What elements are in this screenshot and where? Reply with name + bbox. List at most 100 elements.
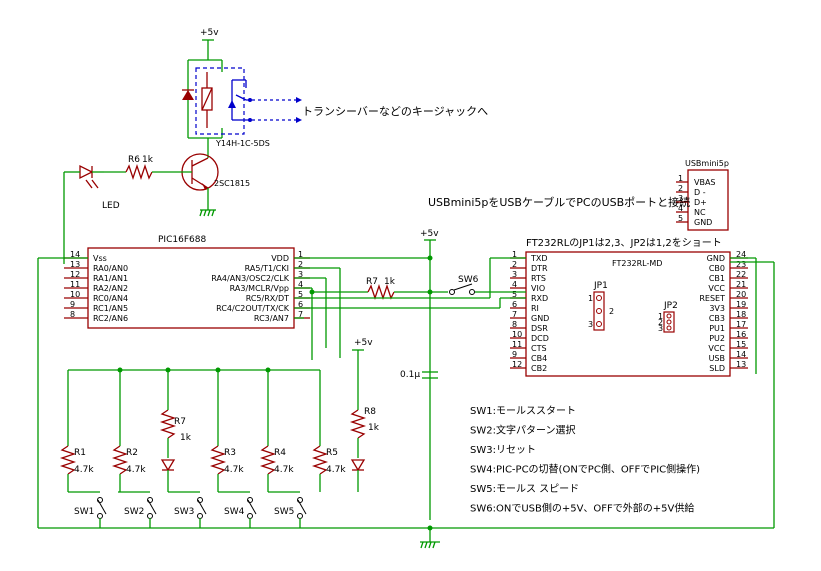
jp2-pin-num: 3 <box>658 324 663 333</box>
pic-pin-name: RC4/C2OUT/TX/CK <box>216 304 290 313</box>
r7-top-label: R7 <box>366 277 378 287</box>
pic-pin-num: 14 <box>70 250 80 259</box>
ft-pin-name: RTS <box>531 274 546 283</box>
pic-pin-num: 3 <box>298 270 303 279</box>
note-line: SW1:モールススタート <box>470 405 576 417</box>
ft-pin-num: 22 <box>736 270 746 279</box>
ft-pin-name: VCC <box>708 344 725 353</box>
ft-pin-num: 19 <box>736 300 746 309</box>
ft-pin-num: 7 <box>512 310 517 319</box>
ft-pin-name: DTR <box>531 264 548 273</box>
ft-pin-num: 17 <box>736 320 746 329</box>
ft-pin-name: RI <box>531 304 539 313</box>
usb-pin-num: 1 <box>678 174 683 183</box>
usb-pin-name: D - <box>694 188 706 197</box>
ground-icon <box>199 209 216 217</box>
resistor-value: 4.7k <box>274 465 294 475</box>
resistor-r3-label: R3 <box>224 448 236 458</box>
resistor-icon <box>311 445 329 475</box>
switch-sw5-label: SW5 <box>274 507 294 517</box>
ft-pin-name: RXD <box>531 294 548 303</box>
r7-value: 1k <box>180 433 192 443</box>
ft-pin-num: 3 <box>512 270 517 279</box>
r8-value: 1k <box>368 423 380 433</box>
pic-pin-num: 1 <box>298 250 303 259</box>
resistor-value: 4.7k <box>74 465 94 475</box>
ft-pin-name: GND <box>707 254 725 263</box>
note-line: SW3:リセット <box>470 444 536 456</box>
transistor-label: 2SC1815 <box>214 179 250 188</box>
note-line: SW4:PIC-PCの切替(ONでPC側、OFFでPIC側操作) <box>470 463 700 476</box>
switch-sw3-label: SW3 <box>174 507 194 517</box>
notes-list: SW1:モールススタートSW2:文字パターン選択SW3:リセットSW4:PIC-… <box>470 405 700 515</box>
resistor-r4-label: R4 <box>274 448 286 458</box>
ft-pin-num: 24 <box>736 250 746 259</box>
resistor-r2-label: R2 <box>126 448 138 458</box>
resistor-r1-label: R1 <box>74 448 86 458</box>
r6-label: R6 <box>128 155 140 165</box>
pic-pin-name: Vss <box>93 254 107 263</box>
ft-pin-name: USB <box>709 354 725 363</box>
pic-pin-num: 9 <box>70 300 75 309</box>
ft-pin-name: CB0 <box>709 264 725 273</box>
usb-pin-name: GND <box>694 218 712 227</box>
pic-pin-num: 8 <box>70 310 75 319</box>
resistor-value: 4.7k <box>126 465 146 475</box>
resistor-value: 4.7k <box>224 465 244 475</box>
sw6-switch-icon <box>449 289 455 295</box>
pic-pin-name: RA3/MCLR/Vpp <box>230 284 289 293</box>
usb-pin-num: 5 <box>678 214 683 223</box>
pic-pin-name: RC5/RX/DT <box>246 294 289 303</box>
ft-pin-name: CB1 <box>709 274 725 283</box>
ft-pin-name: CB4 <box>531 354 547 363</box>
ft-pin-name: CB2 <box>531 364 547 373</box>
bottom-section: +5v R7 1k R8 1k R14.7kR24.7kR34.7kR44.7k… <box>59 338 380 528</box>
resistor-icon <box>259 445 277 475</box>
pic-pin-name: RC3/AN7 <box>254 314 289 323</box>
pic-pin-num: 5 <box>298 290 303 299</box>
resistor-icon <box>209 445 227 475</box>
pic-pin-name: RA5/T1/CKI <box>245 264 289 273</box>
mid-wiring: +5v R7 1k SW6 0.1μ <box>37 229 775 549</box>
ft-pin-num: 9 <box>512 350 517 359</box>
jp1-pin-num: 1 <box>588 294 593 303</box>
ft-pin-name: PU1 <box>709 324 725 333</box>
usb-pin-name: VBAS <box>694 178 716 187</box>
usb-pin-name: NC <box>694 208 706 217</box>
ft-pin-num: 23 <box>736 260 746 269</box>
usb-pin-num: 4 <box>678 204 683 213</box>
diode-icon <box>182 90 194 100</box>
ft-pin-name: VIO <box>531 284 545 293</box>
ft-pin-num: 1 <box>512 250 517 259</box>
ft-pin-num: 15 <box>736 340 746 349</box>
ft-note: FT232RLのJP1は2,3、JP2は1,2をショート <box>526 237 722 249</box>
pic-pin-name: RC2/AN6 <box>93 314 128 323</box>
led-icon-2 <box>160 459 176 472</box>
pic-pin-num: 4 <box>298 280 303 289</box>
r6-value: 1k <box>142 155 154 165</box>
pic-pin-num: 6 <box>298 300 303 309</box>
jp1-pin-num: 2 <box>609 307 614 316</box>
led-icon-3 <box>350 459 366 472</box>
cap-label: 0.1μ <box>400 370 420 380</box>
ft-pin-name: DCD <box>531 334 549 343</box>
ft-pin-num: 21 <box>736 280 746 289</box>
resistor-icon <box>59 445 77 475</box>
resistor-r5-label: R5 <box>326 448 338 458</box>
ft-pin-num: 4 <box>512 280 517 289</box>
ft-pin-num: 10 <box>512 330 522 339</box>
pic-pin-name: RA4/AN3/OSC2/CLK <box>211 274 290 283</box>
pic-pin-num: 13 <box>70 260 80 269</box>
usb-pin-num: 3 <box>678 194 683 203</box>
ft-pin-num: 12 <box>512 360 522 369</box>
jp1-label: JP1 <box>593 281 608 291</box>
ft232-chip: FT232RLのJP1は2,3、JP2は1,2をショート FT232RL-MD … <box>510 237 748 377</box>
relay-box <box>195 67 245 135</box>
usb-pin-num: 2 <box>678 184 683 193</box>
jp2-pin-num: 1 <box>658 312 663 321</box>
note-line: SW6:ONでUSB側の+5V、OFFで外部の+5V供給 <box>470 502 694 515</box>
pic-pin-name: VDD <box>271 254 289 263</box>
pic-pin-num: 12 <box>70 270 80 279</box>
